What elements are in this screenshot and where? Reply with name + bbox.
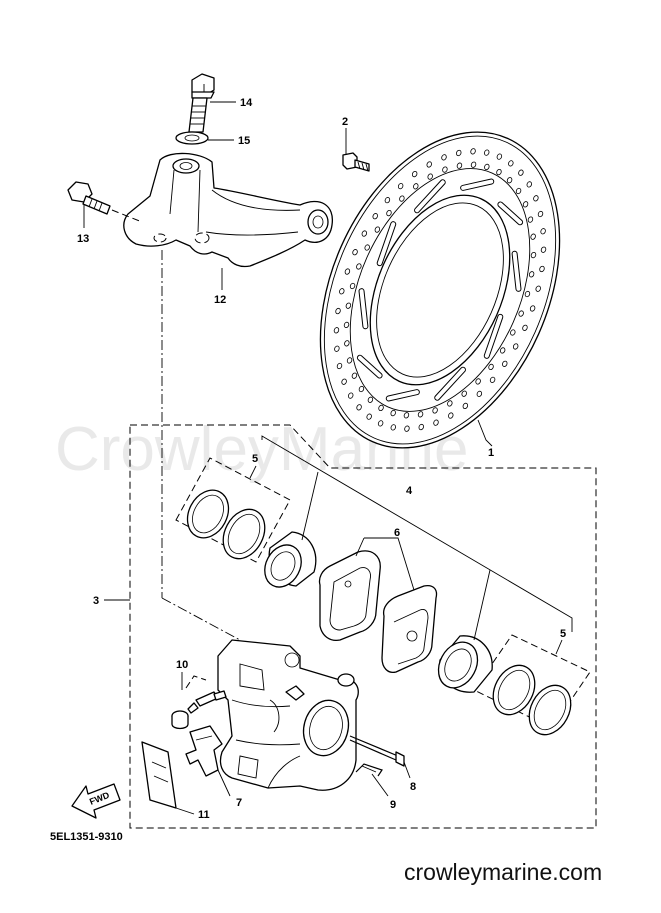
disc-drill-holes (333, 148, 547, 432)
callout-1: 1 (488, 447, 494, 459)
bracket-bolt-upper[interactable] (188, 73, 215, 133)
assembly-axis-line-2 (161, 597, 241, 641)
bleed-screw-cap[interactable] (171, 710, 189, 730)
disc-mount-slots (356, 178, 524, 402)
callout-4: 4 (406, 485, 413, 497)
piston-seal-right[interactable] (485, 658, 579, 742)
piston-seal-left[interactable] (179, 483, 272, 566)
brake-pad-right[interactable] (381, 584, 438, 674)
brake-disc[interactable] (274, 94, 606, 485)
leader-lines (83, 101, 573, 815)
seal-kit-boundary-left (175, 457, 291, 563)
callout-13: 13 (77, 233, 89, 245)
callout-8: 8 (410, 781, 416, 793)
callout-15: 15 (238, 135, 250, 147)
bleed-screw[interactable] (187, 690, 227, 714)
piston-right[interactable] (431, 635, 493, 694)
pad-spring[interactable] (185, 725, 223, 777)
brake-pad-left[interactable] (318, 550, 381, 642)
callout-14: 14 (240, 97, 253, 109)
callout-6: 6 (394, 527, 400, 539)
caliper-body[interactable] (217, 639, 359, 791)
callout-2: 2 (342, 116, 348, 128)
piston-left[interactable] (258, 531, 317, 593)
disc-bolt[interactable] (342, 152, 370, 172)
seal-kit-boundary-right (473, 634, 591, 729)
callout-11: 11 (198, 809, 210, 821)
washer[interactable] (175, 131, 209, 145)
callout-7: 7 (236, 797, 242, 809)
website-link[interactable]: crowleymarine.com (404, 859, 602, 885)
caliper-assembly-boundary (129, 424, 597, 829)
diagram-part-number: 5EL1351-9310 (50, 831, 123, 843)
caliper-bracket[interactable] (111, 152, 333, 268)
bracket-bolt-lower[interactable] (67, 181, 111, 215)
pad-pin-clip[interactable] (355, 763, 383, 777)
pad-pin[interactable] (349, 735, 405, 767)
callout-9: 9 (390, 799, 396, 811)
bleed-screw-boundary (185, 675, 207, 689)
callout-5-left: 5 (252, 453, 258, 465)
forward-direction-arrow: FWD (71, 783, 121, 819)
caliper-dust-cover[interactable] (141, 741, 177, 809)
callout-12: 12 (214, 294, 226, 306)
callout-5-right: 5 (560, 628, 566, 640)
callout-3: 3 (93, 595, 99, 607)
callout-10: 10 (176, 659, 188, 671)
